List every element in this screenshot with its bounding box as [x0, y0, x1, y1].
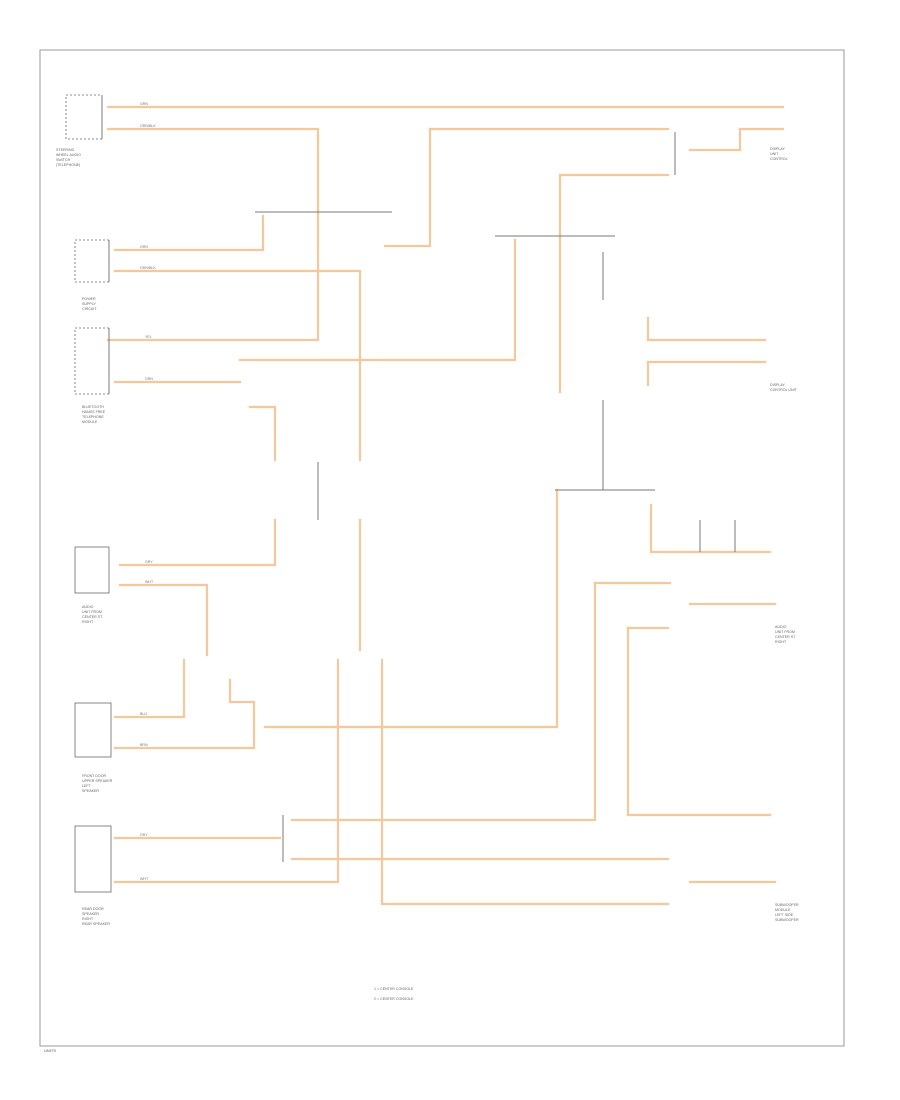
audio-unit-left-label: UNIT FROM	[82, 610, 102, 614]
steering-switch-label: WHEEL AUDIO	[56, 153, 81, 157]
power-supply: POWER SUPPLY CIRCUIT	[74, 239, 110, 311]
bluetooth-module: BLUETOOTH HANDS FREE TELEPHONE MODULE	[74, 327, 110, 424]
wire	[113, 269, 362, 462]
steering-switch-label: SWITCH	[56, 158, 71, 162]
wire	[649, 503, 772, 554]
bus-group	[255, 132, 736, 862]
bluetooth-module-label: HANDS FREE	[82, 410, 106, 414]
steering-switch: STEERING WHEEL AUDIO SWITCH (TELEPHONE)	[56, 94, 103, 167]
wire	[380, 658, 670, 906]
wire	[106, 127, 320, 342]
bluetooth-module-label: TELEPHONE	[82, 415, 104, 419]
bluetooth-module-box	[74, 327, 110, 395]
wire-group	[106, 105, 785, 906]
audio-unit-left: AUDIO UNIT FROM CENTER ST RIGHT	[74, 546, 110, 624]
wire	[118, 583, 209, 657]
audio-unit-left-label: RIGHT	[82, 620, 94, 624]
display-unit-label: UNIT	[770, 152, 779, 156]
wire-tag: WHT	[140, 877, 149, 881]
rear-left-speaker-label: REAR SPEAKER	[82, 922, 110, 926]
power-supply-label: POWER	[82, 297, 96, 301]
wire	[113, 678, 256, 750]
bluetooth-module-label: BLUETOOTH	[82, 405, 104, 409]
rear-right-speaker-label: FRONT DOOR	[82, 774, 106, 778]
rear-right-speaker-box	[74, 702, 112, 758]
wire-tag: GRN/BLK	[140, 124, 156, 128]
audio-unit-right-label: AUDIO	[775, 625, 787, 629]
power-supply-label: SUPPLY	[82, 302, 97, 306]
display-unit-label: DISPLAY	[770, 147, 786, 151]
steering-switch-label: (TELEPHONE)	[56, 163, 80, 167]
wire-tag: WHT	[145, 580, 154, 584]
wire-tag: GRN	[145, 377, 153, 381]
diagram-frame	[39, 49, 845, 1047]
wire	[113, 658, 186, 719]
subwoofer-module-label: LEFT SIDE	[775, 913, 794, 917]
wire	[646, 360, 767, 387]
wire-tag: GRN	[140, 102, 148, 106]
rear-left-speaker: REAR DOOR SPEAKER RIGHT REAR SPEAKER	[74, 825, 112, 926]
wire-tag: GRY	[145, 560, 153, 564]
subwoofer-module: SUBWOOFER MODULE LEFT SIDE SUBWOOFER	[775, 903, 799, 922]
audio-unit-left-label: AUDIO	[82, 605, 94, 609]
wire	[688, 127, 742, 152]
steering-switch-box	[65, 94, 103, 140]
rear-left-speaker-label: REAR DOOR	[82, 907, 104, 911]
wire-tag: BLU	[140, 712, 147, 716]
wire	[118, 518, 277, 567]
legend-item: 1 = CENTER CONSOLE	[374, 987, 414, 991]
audio-unit-left-label: CENTER ST	[82, 615, 103, 619]
wire	[248, 405, 277, 462]
audio-unit-right: AUDIO UNIT FROM CENTER ST RIGHT	[775, 625, 796, 644]
wire	[238, 238, 517, 362]
rear-right-speaker-label: LEFT	[82, 784, 92, 788]
wire	[113, 658, 340, 884]
display-unit-label: CONTROL	[770, 157, 788, 161]
corner-label: UNITS	[44, 1048, 56, 1053]
wire-tag: YEL	[145, 335, 152, 339]
wire	[263, 488, 559, 729]
subwoofer-module-label: SUBWOOFER	[775, 918, 799, 922]
wire-tag-group: GRN GRN/BLK GRN GRN/BLK YEL GRN GRY WHT …	[140, 102, 156, 881]
bluetooth-module-label: MODULE	[82, 420, 98, 424]
wire	[113, 214, 265, 252]
wire-tag: GRY	[140, 833, 148, 837]
display-control-unit-label: DISPLAY	[770, 383, 786, 387]
display-control-unit: DISPLAY CONTROL UNIT	[770, 383, 798, 392]
legend-item: 2 = CENTER CONSOLE	[374, 997, 414, 1001]
legend: 1 = CENTER CONSOLE 2 = CENTER CONSOLE	[374, 987, 414, 1001]
display-unit: DISPLAY UNIT CONTROL	[770, 147, 788, 161]
steering-switch-label: STEERING	[56, 148, 75, 152]
wire-tag: GRN/BLK	[140, 266, 156, 270]
power-supply-box	[74, 239, 110, 283]
power-supply-label: CIRCUIT	[82, 307, 97, 311]
wire	[646, 316, 767, 342]
rear-left-speaker-box	[74, 825, 112, 893]
rear-left-speaker-label: SPEAKER	[82, 912, 99, 916]
audio-unit-right-label: UNIT FROM	[775, 630, 795, 634]
audio-unit-right-label: RIGHT	[775, 640, 787, 644]
display-control-unit-label: CONTROL UNIT	[770, 388, 798, 392]
subwoofer-module-label: MODULE	[775, 908, 791, 912]
wire-tag: BRN	[140, 743, 148, 747]
rear-right-speaker-label: SPEAKER	[82, 789, 99, 793]
rear-left-speaker-label: RIGHT	[82, 917, 94, 921]
audio-unit-left-box	[74, 546, 110, 594]
audio-unit-right-label: CENTER ST	[775, 635, 796, 639]
wire	[290, 581, 597, 822]
wire	[383, 127, 432, 248]
subwoofer-module-label: SUBWOOFER	[775, 903, 799, 907]
wire	[626, 626, 772, 817]
rear-right-speaker: FRONT DOOR UPPER SPEAKER LEFT SPEAKER	[74, 702, 113, 793]
wire-tag: GRN	[140, 245, 148, 249]
rear-right-speaker-label: UPPER SPEAKER	[82, 779, 113, 783]
